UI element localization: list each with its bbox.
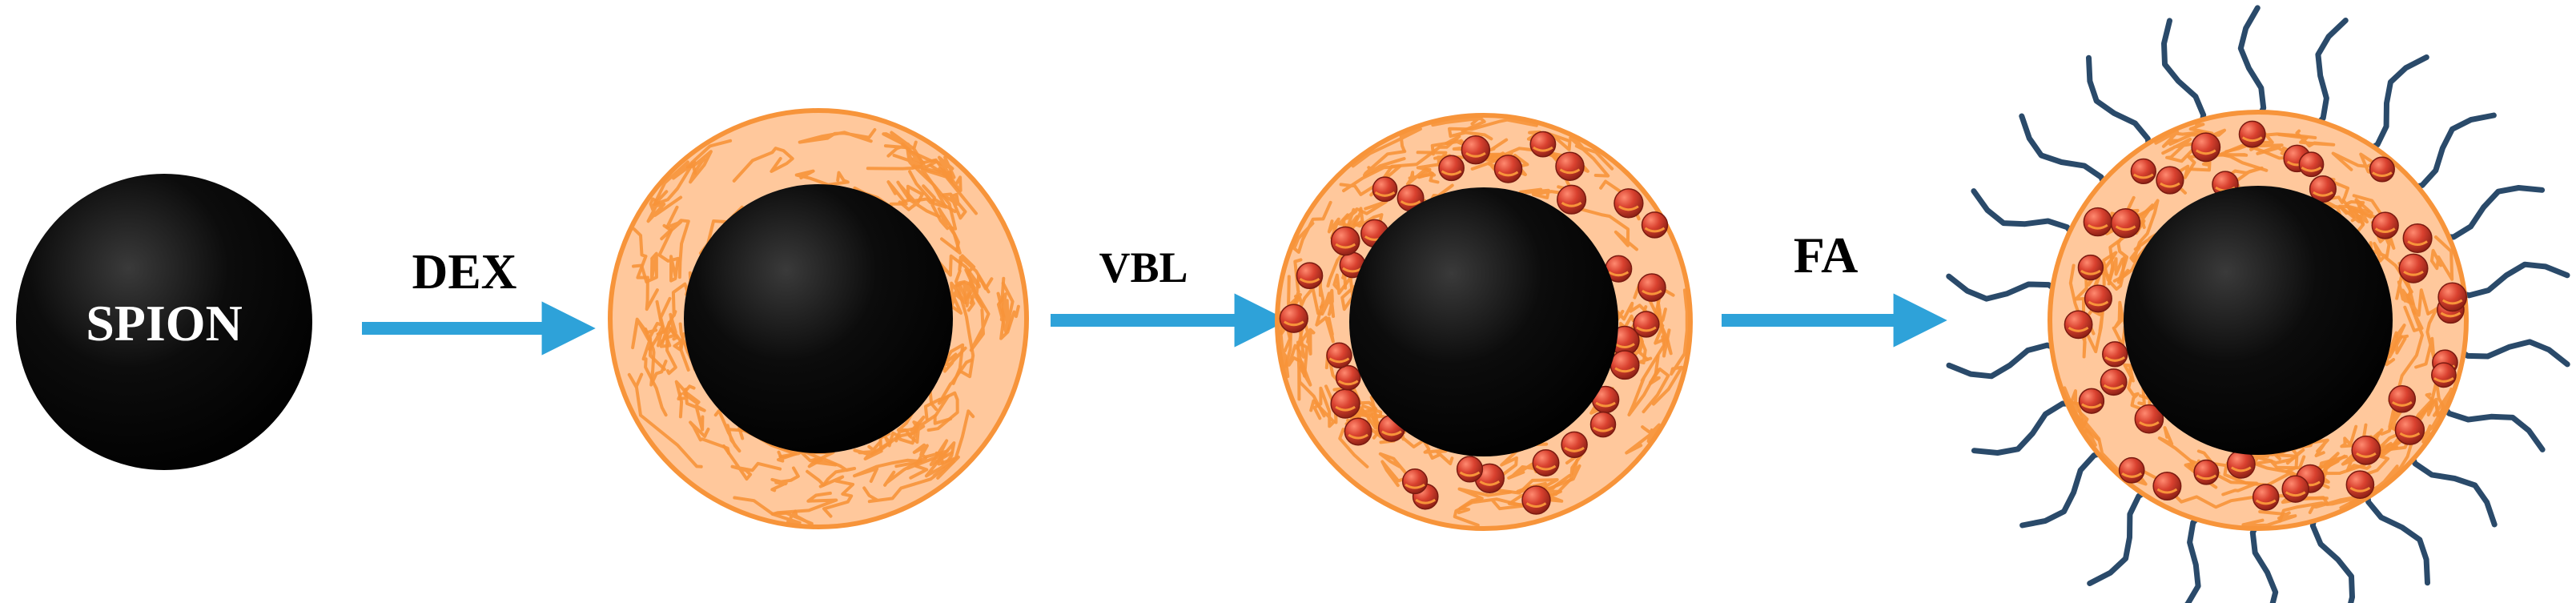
vbl-loaded-particle — [1275, 113, 1693, 531]
spion-core — [16, 174, 312, 470]
fa-balls — [2064, 120, 2468, 511]
spion-label: SPION — [86, 295, 243, 352]
step-label-dex: DEX — [412, 245, 517, 299]
fa-chains — [1946, 5, 2570, 603]
dextran-core — [684, 184, 953, 453]
step-vbl: VBL — [1051, 243, 1288, 348]
vbl-core — [1349, 187, 1618, 456]
vbl-balls — [1279, 131, 1669, 515]
step-label-vbl: VBL — [1099, 243, 1188, 291]
dextran-shell — [608, 108, 1029, 529]
step-fa: FA — [1722, 227, 1947, 348]
spion-particle: SPION — [16, 174, 312, 470]
fa-functionalized-particle — [1946, 5, 2570, 603]
dextran-coated-particle — [608, 108, 1029, 529]
fa-core — [2124, 186, 2393, 455]
step-label-fa: FA — [1794, 227, 1859, 283]
step-dex: DEX — [362, 245, 596, 356]
